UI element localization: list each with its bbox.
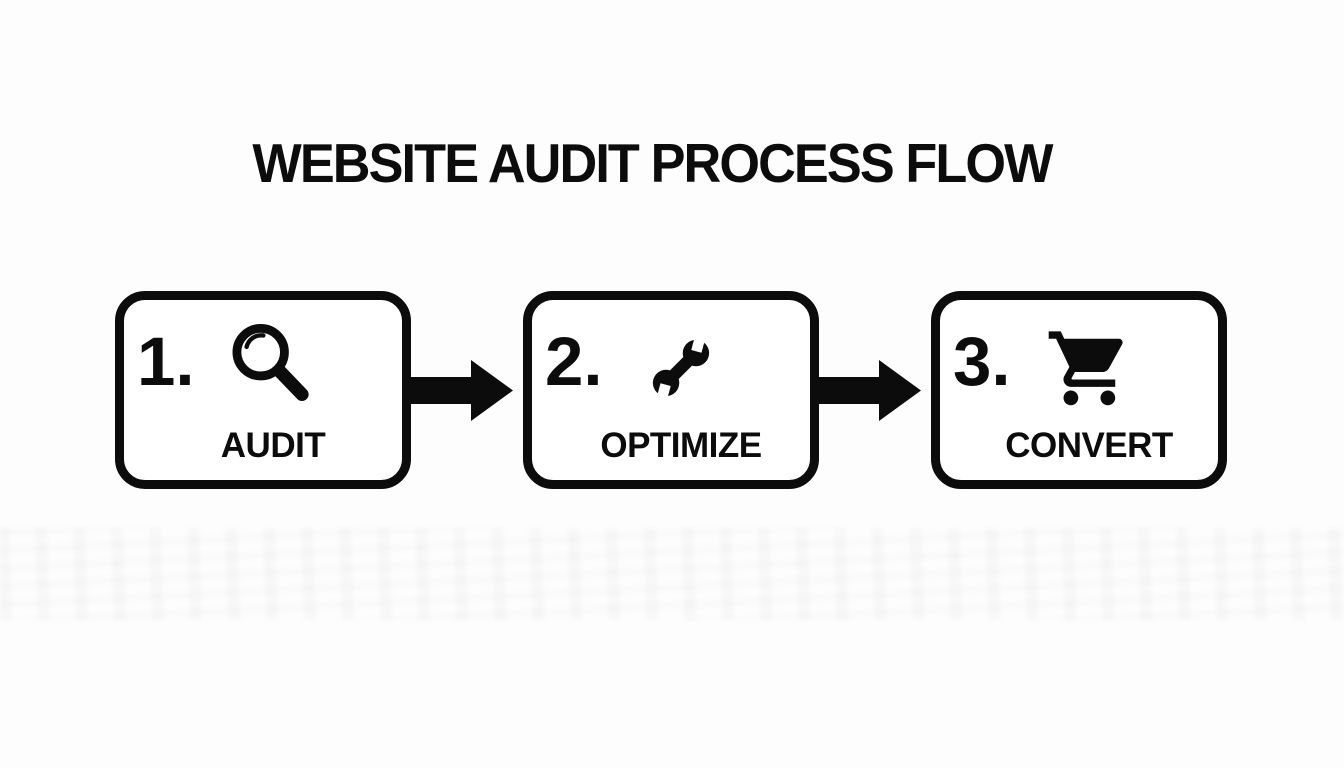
process-flow-row: 1. AUDIT 2. [115, 291, 1227, 489]
right-arrow-icon [411, 360, 513, 421]
step-label: CONVERT [1005, 426, 1173, 465]
step-box-convert: 3. CONVERT [931, 291, 1227, 489]
step-content: OPTIMIZE [552, 300, 810, 480]
background-texture [0, 528, 1344, 620]
shopping-cart-icon [1048, 331, 1123, 406]
step-box-optimize: 2. OPTIMIZE [523, 291, 819, 489]
step-content: CONVERT [960, 300, 1218, 480]
wrench-icon [652, 331, 710, 405]
step-content: AUDIT [144, 300, 402, 480]
step-box-audit: 1. AUDIT [115, 291, 411, 489]
step-label: OPTIMIZE [600, 426, 762, 465]
step-label: AUDIT [220, 426, 326, 465]
step-number: 3. [953, 323, 1011, 400]
step-number: 1. [137, 323, 195, 400]
right-arrow-icon [819, 360, 921, 421]
page-title: WEBSITE AUDIT PROCESS FLOW [252, 132, 1053, 194]
step-number: 2. [545, 323, 603, 400]
magnifier-search-icon [232, 324, 309, 401]
